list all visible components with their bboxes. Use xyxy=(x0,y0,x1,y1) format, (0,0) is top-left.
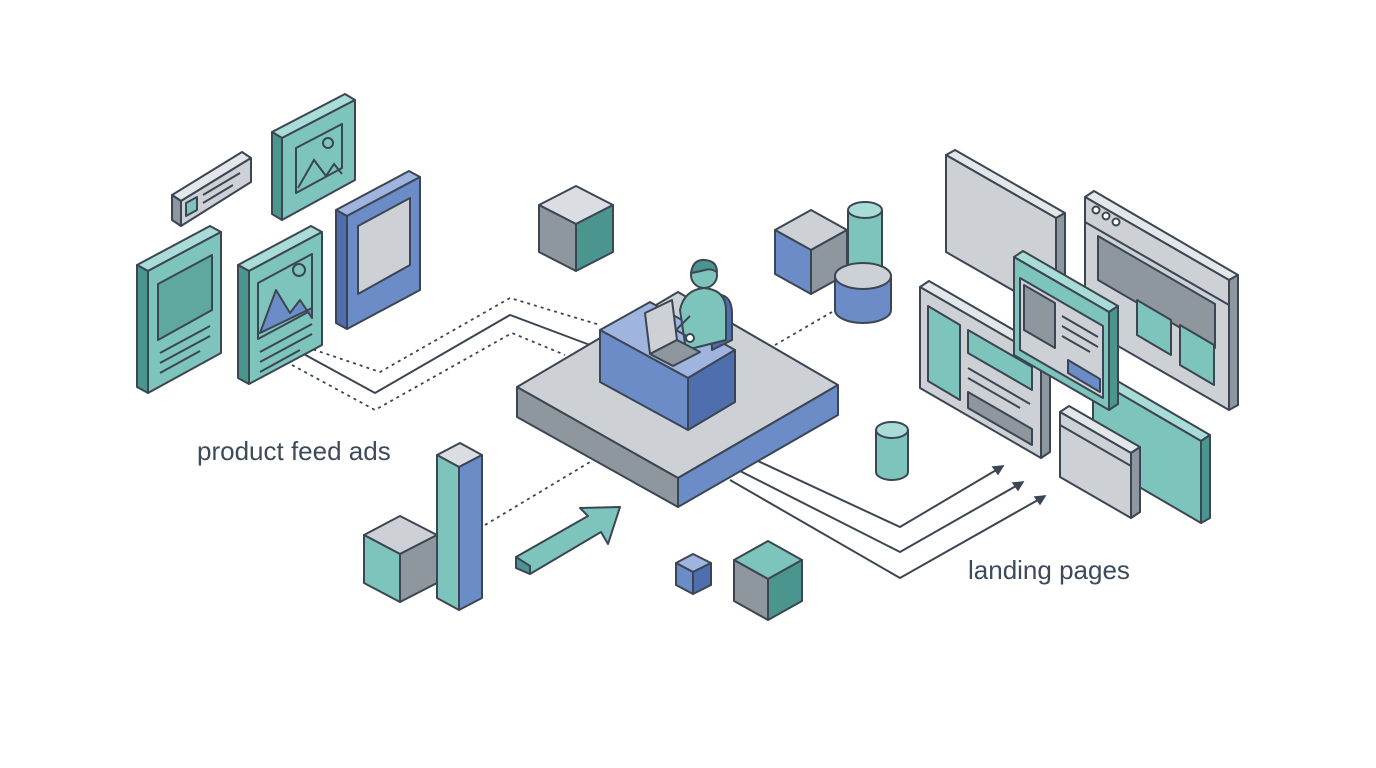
data-storage-group xyxy=(774,201,892,324)
tablet-icon xyxy=(335,170,421,330)
arrowhead-icon xyxy=(1033,495,1047,506)
bar-chart-icon xyxy=(363,442,483,611)
tablet-icon xyxy=(136,225,222,394)
bar-tall xyxy=(436,442,483,611)
cube-icon xyxy=(733,540,803,621)
image-card-icon xyxy=(237,225,323,385)
cylinder-database-icon xyxy=(834,262,892,324)
image-card-icon xyxy=(271,93,356,221)
browser-window-icon xyxy=(1084,190,1239,411)
ad-card-icon xyxy=(171,151,252,227)
browser-window-icon xyxy=(1092,371,1211,524)
person-at-laptop-icon xyxy=(644,258,733,367)
cylinder-database-icon xyxy=(875,421,909,481)
cube-icon xyxy=(538,185,614,272)
landing-connector-arrows xyxy=(729,454,1047,580)
browser-window-icon xyxy=(1013,250,1119,411)
bar-cube xyxy=(363,515,438,603)
arrowhead-icon xyxy=(1011,481,1025,492)
cube-icon xyxy=(774,209,848,295)
product-feed-ads-label: product feed ads xyxy=(197,436,391,466)
feed-connector-lines xyxy=(291,297,833,526)
browser-window-icon xyxy=(1059,405,1141,519)
cube-icon xyxy=(675,553,712,595)
arrowhead-icon xyxy=(991,465,1005,476)
arrow-up-right-icon xyxy=(515,506,621,575)
landing-pages-label: landing pages xyxy=(968,555,1130,585)
